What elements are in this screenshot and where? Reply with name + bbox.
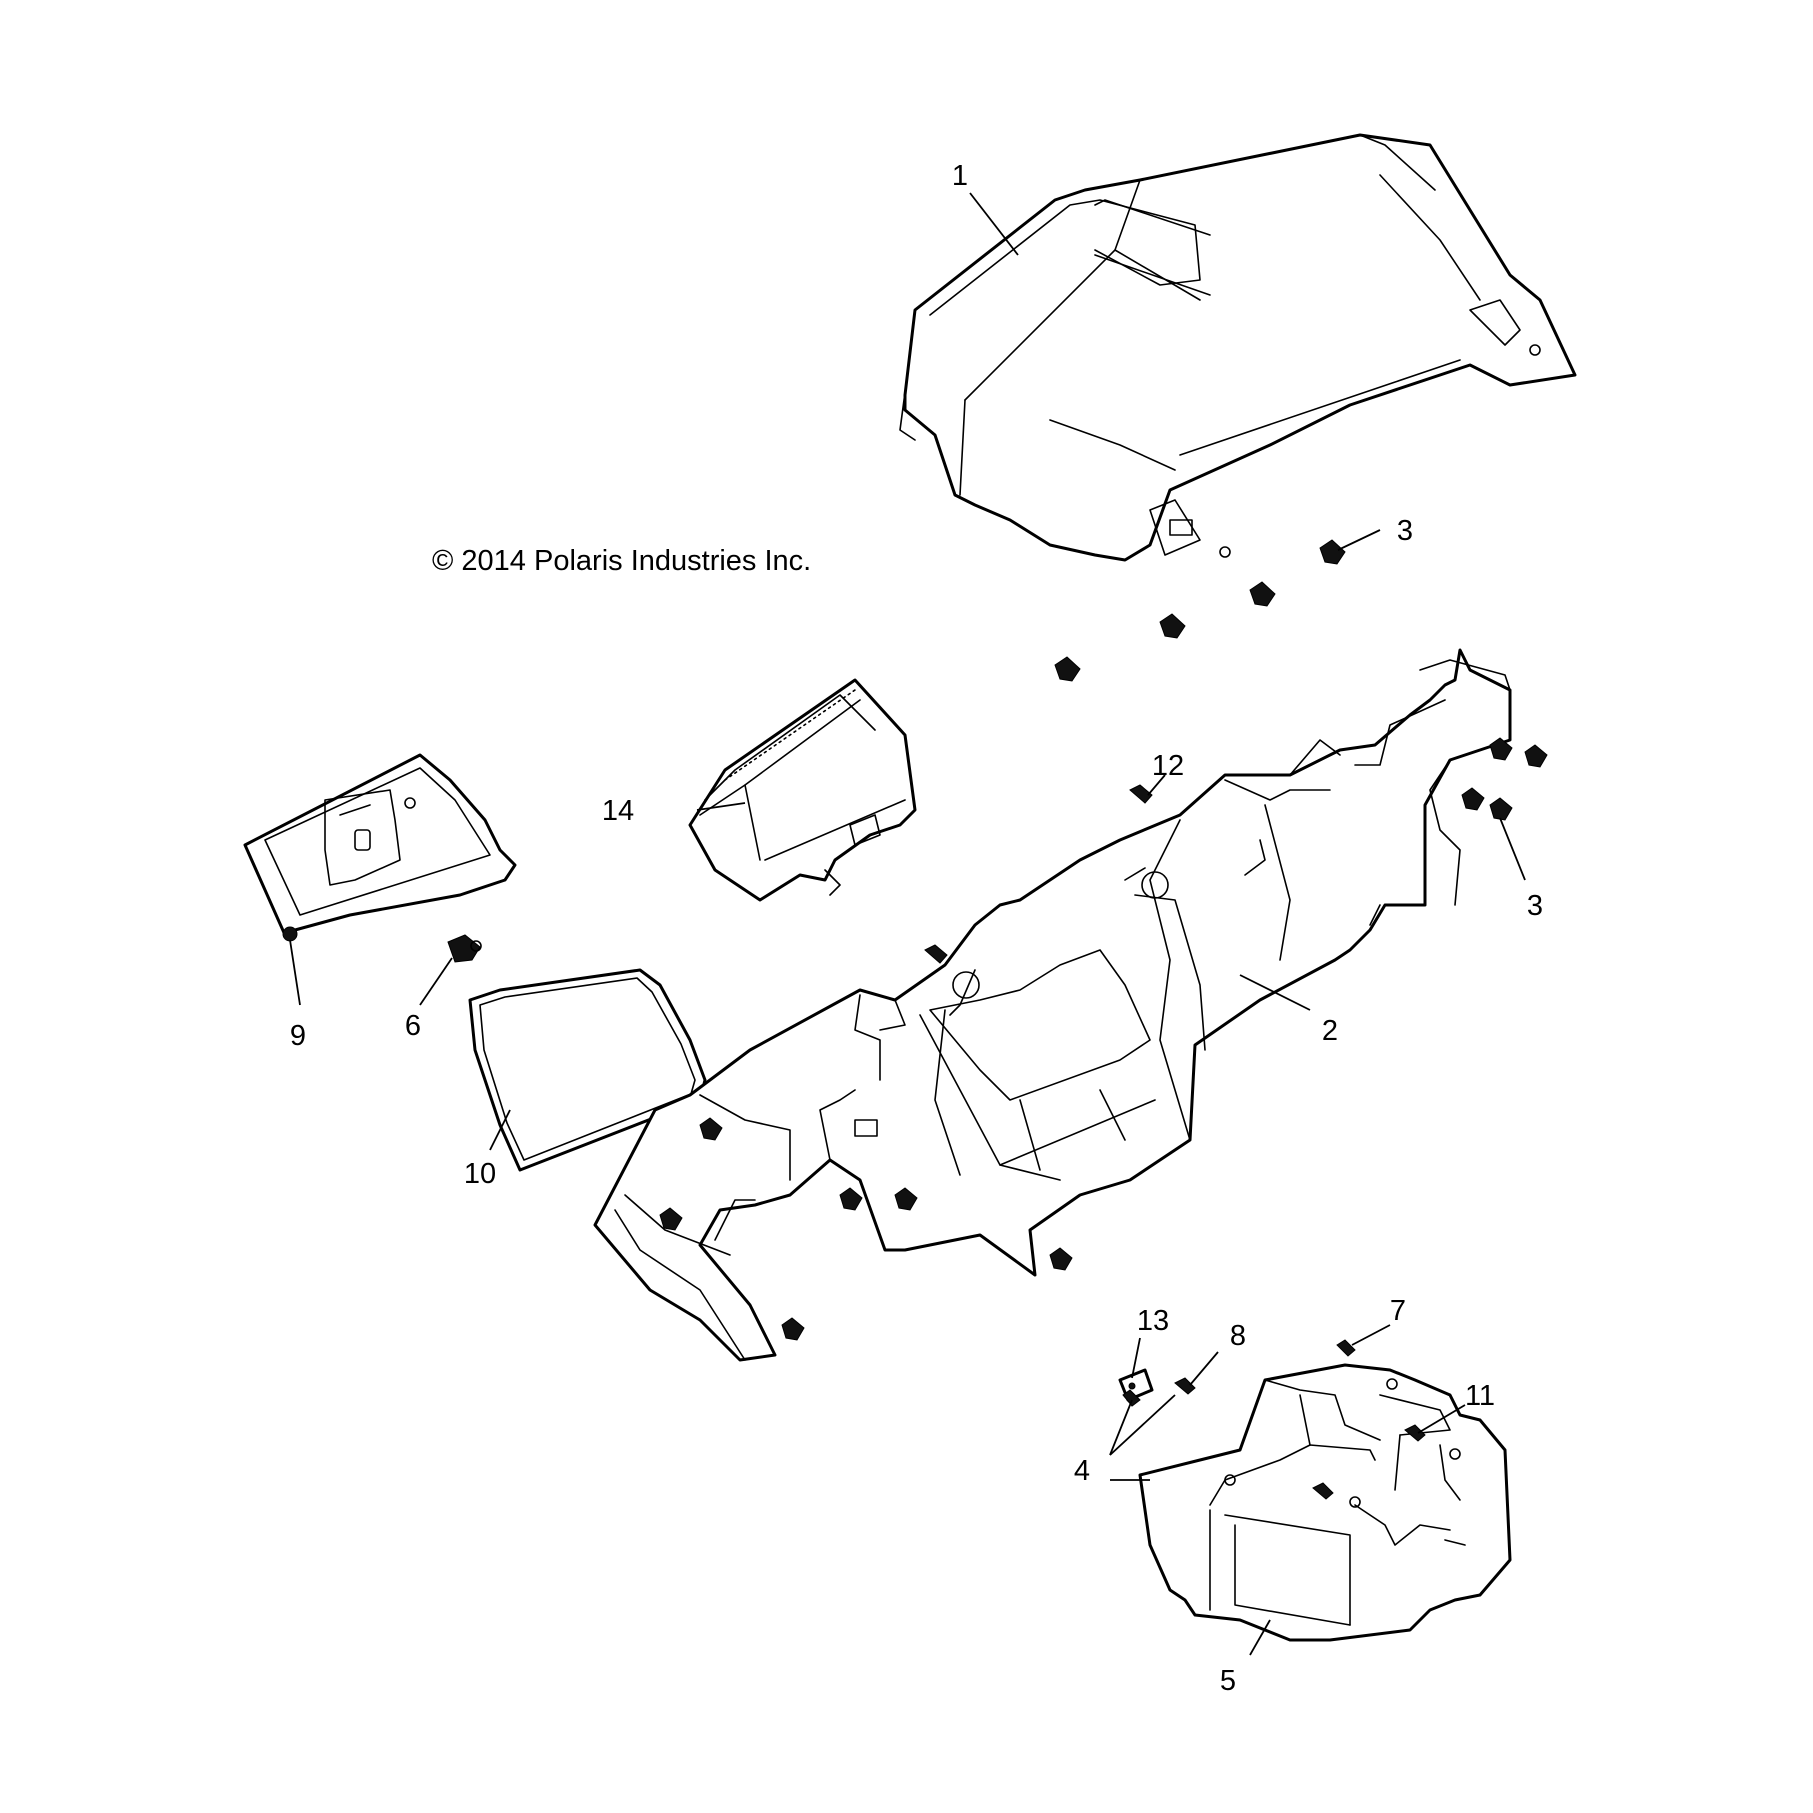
callout-11: 11 [1465,1380,1495,1412]
part-14-bin [688,678,917,902]
callout-3b: 3 [1527,890,1543,922]
callout-7: 7 [1390,1295,1406,1327]
callout-9: 9 [290,1020,306,1052]
callout-4: 4 [1074,1455,1090,1487]
part-1-top-cover [899,133,1577,562]
callout-6: 6 [405,1010,421,1042]
part-6-latch [447,934,482,963]
part-9-door [243,753,517,942]
copyright-text: © 2014 Polaris Industries Inc. [432,545,811,577]
callout-3a: 3 [1397,515,1413,547]
callout-labels: 1 2 3 3 4 5 6 7 8 9 10 11 12 13 14 [290,160,1543,1697]
callout-10: 10 [464,1158,496,1190]
callout-13: 13 [1137,1305,1169,1337]
callout-14: 14 [602,795,634,827]
part-5-storage-box [1138,1363,1512,1642]
callout-8: 8 [1230,1320,1246,1352]
part-2-dash-panel [593,648,1512,1362]
bin-rib-pattern [724,689,856,781]
hardware-fasteners [659,539,1548,1500]
callout-5: 5 [1220,1665,1236,1697]
callout-2: 2 [1322,1015,1338,1047]
part-10-seal [468,968,707,1172]
callout-1: 1 [952,160,968,192]
leader-lines [289,192,1526,1656]
callout-12: 12 [1152,750,1184,782]
